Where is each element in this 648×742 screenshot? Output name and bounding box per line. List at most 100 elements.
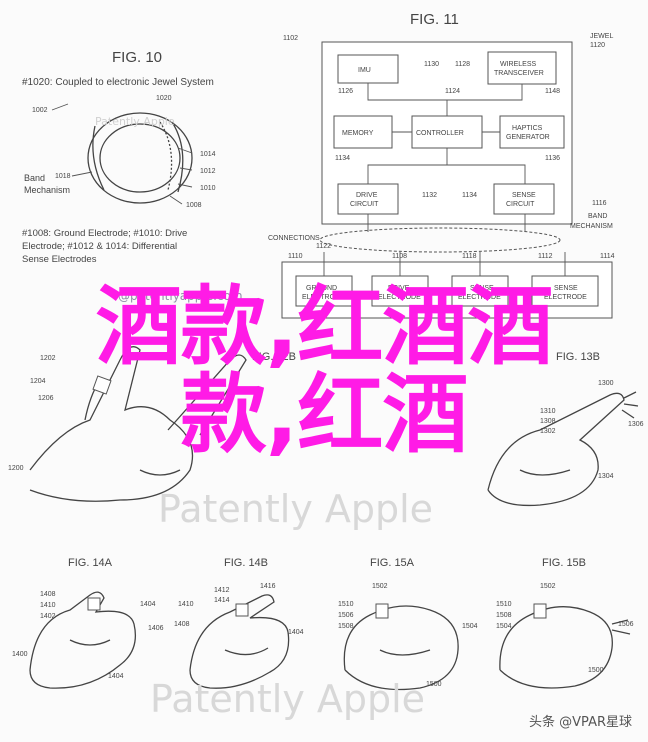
fig14a-ref-1404b: 1404 — [108, 673, 124, 680]
fig10-ref-1020: 1020 — [156, 95, 172, 102]
fig14a-hand-illustration — [29, 591, 137, 689]
fig15a-ref-1506: 1506 — [338, 612, 354, 619]
band-label-2: Mechanism — [24, 185, 70, 195]
fig14b-hand-illustration — [189, 594, 290, 689]
ref-1124: 1124 — [445, 88, 460, 95]
ref-1148: 1148 — [545, 88, 560, 95]
fig10-caption: #1020: Coupled to electronic Jewel Syste… — [22, 77, 214, 88]
fig13-ref-1306: 1306 — [628, 421, 644, 428]
fig12-hand-illustration — [29, 346, 247, 502]
fig12-title: FIG. 12B — [252, 351, 296, 363]
fig10-ref-1012: 1012 — [200, 168, 216, 175]
sense-electrode-2a: SENSE — [554, 285, 578, 292]
fig15a-ref-1500: 1500 — [426, 681, 442, 688]
email-fragment: @patentlyapple.com — [118, 289, 243, 303]
ref-1118: 1118 — [462, 253, 477, 260]
fig14b-ref-1412: 1412 — [214, 587, 230, 594]
fig10-desc-3: Sense Electrodes — [22, 254, 97, 265]
fig10-title: FIG. 10 — [112, 49, 162, 66]
fig14a-ref-1404: 1404 — [140, 601, 156, 608]
ref-1112: 1112 — [538, 253, 553, 260]
connections-label: CONNECTIONS — [268, 235, 320, 242]
sense-circuit-1: SENSE — [512, 192, 536, 199]
sense-circuit-box — [493, 183, 555, 215]
watermark-mid: Patently Apple — [158, 487, 433, 531]
fig14b-ref-1408: 1408 — [174, 621, 190, 628]
wireless-box — [487, 51, 557, 85]
ref-1134: 1134 — [335, 155, 350, 162]
fig14b-ref-1404: 1404 — [288, 629, 304, 636]
connections-bus — [319, 227, 561, 253]
fig15a-ref-1510: 1510 — [338, 601, 354, 608]
fig14a-ref-1408: 1408 — [40, 591, 56, 598]
band-mech-1: BAND — [588, 213, 607, 220]
drive-circuit-2: CIRCUIT — [350, 201, 379, 208]
imu-label: IMU — [358, 67, 371, 74]
overlay-headline: 酒款,红酒酒 款,红酒 — [0, 283, 648, 459]
memory-box — [333, 115, 393, 149]
fig14a-title: FIG. 14A — [68, 557, 113, 569]
fig13-ref-1308: 1308 — [540, 418, 556, 425]
fig10-ref-1014: 1014 — [200, 151, 216, 158]
watermark-bottom: Patently Apple — [150, 677, 425, 721]
fig10-desc-1: #1008: Ground Electrode; #1010: Drive — [22, 228, 187, 239]
ref-1114: 1114 — [600, 253, 615, 260]
fig13-title: FIG. 13B — [556, 351, 600, 363]
fig14b-title: FIG. 14B — [224, 557, 268, 569]
imu-box — [337, 54, 399, 84]
ground-electrode-box — [295, 275, 353, 307]
fig13-ref-1304: 1304 — [598, 473, 614, 480]
wireless-label-1: WIRELESS — [500, 61, 537, 68]
fig15b-hand-illustration — [499, 603, 631, 689]
fig12-ref-1202: 1202 — [40, 355, 56, 362]
fig10-desc-2: Electrode; #1012 & 1014: Differential — [22, 241, 177, 252]
fig12-ref-1204: 1204 — [30, 378, 46, 385]
fig11-connectors — [367, 83, 526, 184]
band-connectors — [323, 214, 566, 276]
fig12-ref-1206: 1206 — [38, 395, 54, 402]
fig15a-ref-1504: 1504 — [462, 623, 478, 630]
fig13-ref-1310: 1310 — [540, 408, 556, 415]
drive-electrode-1: DRIVE — [388, 285, 410, 292]
fig14a-ref-1406: 1406 — [148, 625, 164, 632]
fig11-ref-1102: 1102 — [283, 35, 298, 42]
band-mech-2: MECHANISM — [570, 223, 613, 230]
fig14b-ref-1410: 1410 — [178, 601, 194, 608]
fig15b-ref-1510: 1510 — [496, 601, 512, 608]
fig10-ref-1008: 1008 — [186, 202, 202, 209]
haptics-box — [499, 115, 565, 149]
ref-1128: 1128 — [455, 61, 470, 68]
ref-1122: 1122 — [316, 243, 331, 250]
sense-circuit-2: CIRCUIT — [506, 201, 535, 208]
jewel-ring-illustration — [87, 112, 193, 204]
fig15a-ref-1508: 1508 — [338, 623, 354, 630]
ref-1110: 1110 — [288, 253, 303, 260]
fig15a-hand-illustration — [343, 603, 459, 691]
drive-electrode-2: ELECTRODE — [378, 294, 421, 301]
fig14b-ref-1416: 1416 — [260, 583, 276, 590]
fig11-title: FIG. 11 — [410, 11, 459, 28]
memory-label: MEMORY — [342, 130, 374, 137]
ref-1130: 1130 — [424, 61, 439, 68]
fig15b-title: FIG. 15B — [542, 557, 586, 569]
ref-1132: 1132 — [422, 192, 437, 199]
controller-box — [411, 115, 483, 149]
fig10-watermark: Patently Apple — [95, 115, 175, 128]
fig15b-ref-1506: 1506 — [618, 621, 634, 628]
sense-electrode-1a: SENSE — [470, 285, 494, 292]
haptics-label-1: HAPTICS — [512, 125, 543, 132]
drive-circuit-1: DRIVE — [356, 192, 378, 199]
sense-electrode-box-1 — [451, 275, 509, 307]
fig15a-title: FIG. 15A — [370, 557, 415, 569]
fig15b-ref-1504: 1504 — [496, 623, 512, 630]
fig13-hand-illustration — [487, 391, 639, 507]
ref-1116: 1116 — [592, 200, 607, 207]
fig10-ref-1010: 1010 — [200, 185, 216, 192]
sense-electrode-2b: ELECTRODE — [544, 294, 587, 301]
fig14a-ref-1400: 1400 — [12, 651, 28, 658]
overlay-line-1: 酒款,红酒酒 — [95, 277, 554, 377]
fig14a-ref-1402: 1402 — [40, 613, 56, 620]
fig15b-ref-1500: 1500 — [588, 667, 604, 674]
